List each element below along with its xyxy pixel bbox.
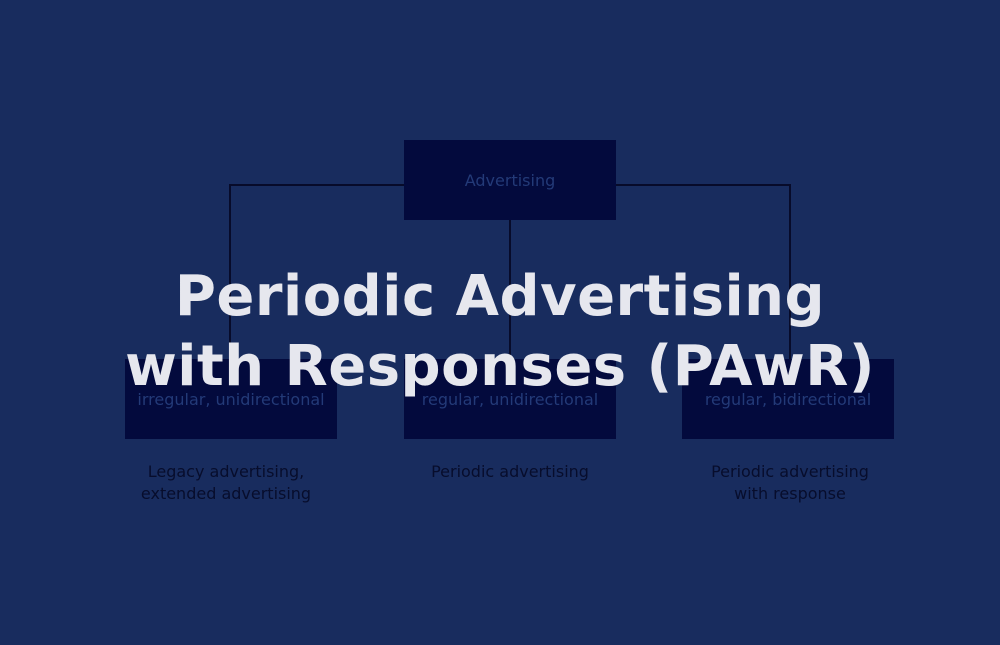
caption-line: extended advertising (140, 484, 312, 503)
node-regular-unidirectional: regular, unidirectional (404, 359, 616, 439)
caption-periodic-advertising: Periodic advertising (380, 461, 640, 483)
node-advertising: Advertising (404, 140, 616, 220)
node-regular-bidirectional: regular, bidirectional (682, 359, 894, 439)
connector-root-right (616, 184, 791, 359)
node-irregular-unidirectional-label: irregular, unidirectional (137, 389, 325, 409)
caption-line: Periodic advertising (711, 462, 869, 481)
connector-root-left (229, 184, 404, 359)
caption-periodic-advertising-with-response: Periodic advertising with response (660, 461, 920, 505)
node-regular-unidirectional-label: regular, unidirectional (421, 389, 599, 409)
caption-line: Legacy advertising, (147, 462, 305, 481)
node-advertising-label: Advertising (464, 170, 556, 190)
caption-line: with response (734, 484, 846, 503)
page-title: Periodic Advertising with Responses (PAw… (0, 262, 1000, 402)
caption-legacy-advertising: Legacy advertising, extended advertising (96, 461, 356, 505)
caption-line: Periodic advertising (431, 462, 589, 481)
page-title-line-2: with Responses (PAwR) (125, 334, 875, 399)
node-regular-bidirectional-label: regular, bidirectional (704, 389, 872, 409)
page-title-line-1: Periodic Advertising (174, 264, 826, 329)
node-irregular-unidirectional: irregular, unidirectional (125, 359, 337, 439)
